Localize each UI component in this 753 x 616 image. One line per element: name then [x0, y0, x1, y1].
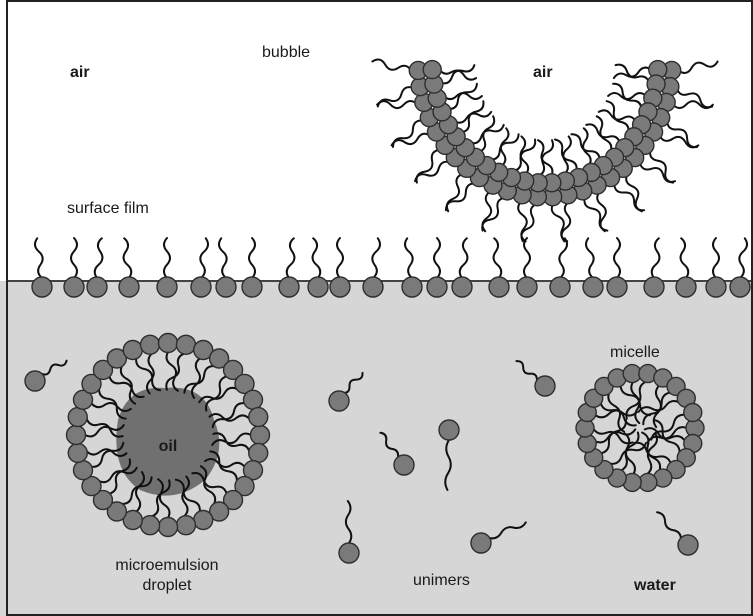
film-head: [402, 277, 422, 297]
droplet-head: [249, 408, 268, 427]
water-region: [0, 281, 753, 616]
film-head: [676, 277, 696, 297]
film-head: [119, 277, 139, 297]
droplet-head: [176, 516, 195, 535]
droplet-head: [123, 341, 142, 360]
film-head: [279, 277, 299, 297]
unimer-head: [678, 535, 698, 555]
droplet-head: [68, 443, 87, 462]
film-head: [308, 277, 328, 297]
unimer-head: [535, 376, 555, 396]
bubble-label: bubble: [262, 44, 310, 61]
bubble-head: [423, 61, 441, 79]
air-label-right: air: [533, 64, 553, 81]
unimer-head: [329, 391, 349, 411]
film-head: [730, 277, 750, 297]
droplet-head: [251, 426, 270, 445]
droplet-head: [141, 335, 160, 354]
film-head: [644, 277, 664, 297]
film-head: [32, 277, 52, 297]
droplet-head: [243, 390, 262, 409]
film-head: [64, 277, 84, 297]
droplet-head: [194, 510, 213, 529]
droplet-head: [67, 426, 86, 445]
water-label: water: [633, 577, 676, 594]
film-head: [583, 277, 603, 297]
droplet-head: [68, 408, 87, 427]
film-head: [607, 277, 627, 297]
film-head: [242, 277, 262, 297]
film-head: [157, 277, 177, 297]
unimer-head: [439, 420, 459, 440]
microemulsion-label-line2: droplet: [143, 577, 192, 594]
film-head: [452, 277, 472, 297]
unimer-head: [339, 543, 359, 563]
oil-label: oil: [159, 438, 178, 455]
unimers-label: unimers: [413, 572, 470, 589]
unimer-head: [471, 533, 491, 553]
micelle-head: [684, 404, 702, 422]
unimer-head: [394, 455, 414, 475]
droplet-head: [159, 334, 178, 353]
film-head: [489, 277, 509, 297]
microemulsion-label-line1: microemulsion: [115, 557, 218, 574]
film-head: [517, 277, 537, 297]
film-head: [550, 277, 570, 297]
film-head: [706, 277, 726, 297]
film-head: [427, 277, 447, 297]
droplet-head: [176, 335, 195, 354]
surface-film-label: surface film: [67, 200, 149, 217]
droplet-head: [74, 461, 93, 480]
film-head: [363, 277, 383, 297]
film-head: [87, 277, 107, 297]
air-label-left: air: [70, 64, 90, 81]
droplet-head: [249, 443, 268, 462]
micelle-label: micelle: [610, 344, 660, 361]
droplet-head: [159, 518, 178, 537]
film-head: [191, 277, 211, 297]
film-head: [330, 277, 350, 297]
film-head: [216, 277, 236, 297]
unimer-head: [25, 371, 45, 391]
droplet-head: [141, 516, 160, 535]
